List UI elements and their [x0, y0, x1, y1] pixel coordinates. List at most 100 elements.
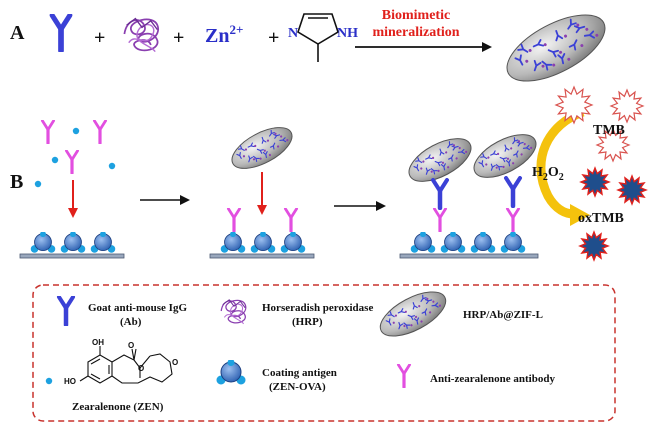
legend-hrp-line1: Horseradish peroxidase: [262, 302, 373, 314]
anti-zen-antibody-icon: [92, 120, 108, 144]
hrp-dot: [437, 169, 440, 173]
zen-o1: O: [128, 341, 134, 350]
zinc-ion-label: Zn2+: [205, 22, 243, 47]
legend-zen-dot: [45, 377, 53, 385]
hrp-dot: [403, 324, 406, 328]
hrp-dot: [422, 160, 425, 163]
hrp-dot: [438, 304, 442, 307]
hrp-dot: [242, 155, 246, 158]
hrp-dot: [580, 44, 584, 48]
biomimetic-label: Biomimetic: [382, 8, 450, 23]
hrp-dot: [497, 152, 500, 155]
coating-antigen-icon: [90, 232, 116, 254]
hrp-dot: [523, 142, 526, 146]
anti-zen-antibody-icon: [64, 150, 80, 174]
antibody-icon: [52, 15, 70, 50]
legend-antibody-icon: [59, 297, 73, 325]
panel-a: A + + Zn2+ + N NH Biomimetic mineralizat…: [10, 8, 606, 82]
hrp-dot: [428, 311, 432, 314]
legend-hrp-line2: (HRP): [292, 316, 323, 328]
imidazole-nh: NH: [337, 26, 358, 41]
coating-antigen-icon: [500, 232, 526, 254]
hrp-dot: [244, 148, 248, 151]
hrp-dot: [263, 149, 266, 152]
hrp-dot: [543, 43, 547, 47]
legend-coating-line1: Coating antigen: [262, 367, 337, 379]
hrp-dot: [530, 146, 533, 149]
hrp-dot: [528, 48, 532, 52]
legend-coating-icon: [216, 360, 246, 385]
hrp-dot: [452, 144, 456, 147]
nanoflower-particle-b3b: [473, 134, 537, 178]
hrp-dot: [502, 165, 505, 169]
plus-1: +: [94, 27, 105, 49]
burst-molecule: [595, 127, 631, 163]
coating-antigen-icon: [30, 232, 56, 254]
zen-oh: OH: [92, 338, 104, 347]
hrp-dot: [485, 163, 488, 166]
zen-dot: [34, 180, 42, 188]
hrp-dot: [392, 321, 395, 324]
nanoflower-particle-a: [506, 14, 606, 82]
hrp-dot: [576, 23, 580, 27]
nanoflower-particle-b3a: [408, 138, 472, 182]
hrp-dot: [418, 305, 421, 308]
legend-ab-line1: Goat anti-mouse IgG: [88, 302, 187, 314]
hrp-dot: [458, 146, 461, 150]
hrp-dot: [541, 64, 545, 68]
coating-antigen-icon: [250, 232, 276, 254]
hrp-dot: [254, 144, 257, 148]
burst-molecule: [554, 85, 594, 125]
burst-molecule: [578, 230, 610, 262]
nanoflower-particle-b2: [231, 127, 293, 169]
step-3: H2O2 TMB oxTMB: [399, 85, 648, 262]
reaction-arrowhead: [570, 204, 590, 226]
zen-structure: [79, 346, 173, 384]
hrp-dot: [564, 34, 568, 38]
hrp-dot: [259, 157, 262, 160]
zen-ho: HO: [64, 377, 76, 386]
microplate-surface: [209, 253, 315, 259]
hrp-dot: [274, 132, 277, 135]
panel-b: B: [10, 85, 648, 262]
plus-3: +: [268, 27, 279, 49]
legend-nanoflower-icon: [379, 291, 447, 337]
microplate-surface: [399, 253, 539, 259]
mineralization-label: mineralization: [372, 25, 459, 40]
legend-border: [32, 284, 616, 422]
coating-antigen-icon: [440, 232, 466, 254]
hrp-dot: [445, 151, 448, 154]
hrp-dot: [268, 153, 272, 157]
zen-o2: O: [138, 364, 144, 373]
hrp-dot: [286, 139, 289, 142]
step-1: [19, 120, 125, 259]
anti-zen-antibody-icon: [283, 208, 299, 232]
coating-antigen-icon: [280, 232, 306, 254]
zen-dot: [51, 156, 59, 164]
coating-antigen-icon: [410, 232, 436, 254]
plus-2: +: [173, 27, 184, 49]
hrp-dot: [465, 150, 468, 153]
hrp-dot: [426, 297, 429, 300]
hrp-dot: [510, 147, 513, 150]
coating-antigen-icon: [220, 232, 246, 254]
antibody-icon: [506, 178, 520, 206]
legend-box: Goat anti-mouse IgG (Ab) Horseradish per…: [32, 284, 616, 422]
hrp-dot: [495, 166, 498, 169]
burst-molecule: [609, 88, 645, 124]
hrp-dot: [414, 315, 418, 319]
legend-coating-line2: (ZEN-OVA): [269, 381, 326, 393]
hrp-dot: [410, 324, 413, 327]
hrp-dot: [552, 63, 556, 67]
oxtmb-label: oxTMB: [578, 211, 624, 226]
step-2: [209, 127, 315, 259]
hrp-dot: [266, 139, 270, 142]
methylimidazole-structure: [297, 13, 339, 62]
legend-zen-label: Zearalenone (ZEN): [72, 401, 164, 413]
hrp-dot: [506, 157, 510, 160]
hrp-dot: [420, 320, 423, 323]
hrp-dot: [520, 153, 523, 156]
zen-dot: [72, 127, 80, 135]
hrp-dot: [487, 156, 490, 159]
hrp-dot: [280, 135, 283, 138]
